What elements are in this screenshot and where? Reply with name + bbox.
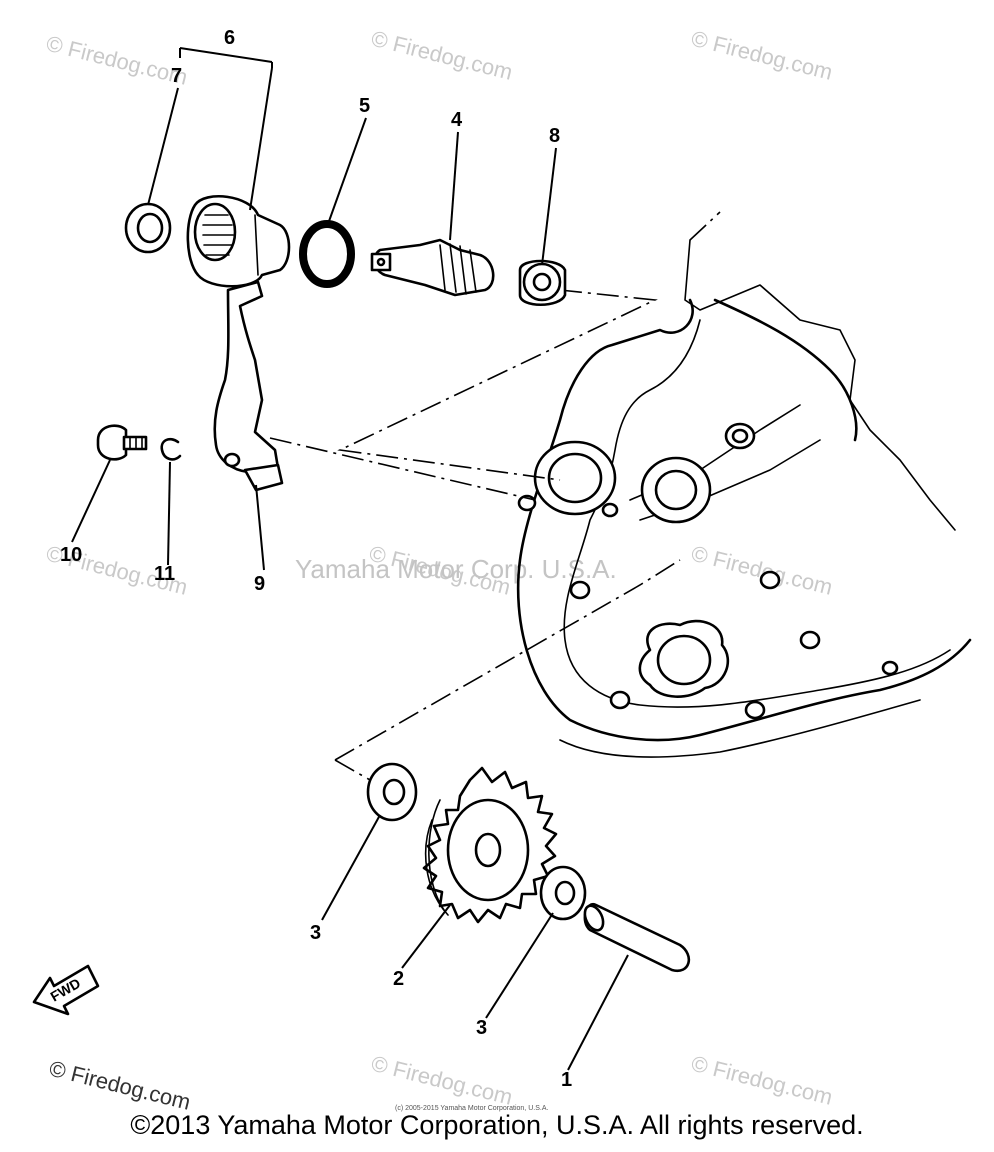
callout-group: 6 7 5 4 8 10 11 9 3 2 3 1	[60, 27, 572, 1091]
watermark-firedog: © Firedog.com	[689, 541, 835, 600]
part-5-o-ring	[299, 220, 355, 288]
fwd-arrow: FWD	[32, 964, 100, 1016]
part-3-washer-lower	[539, 865, 587, 921]
callout-8: 8	[549, 125, 560, 147]
part-10-screw	[96, 424, 148, 461]
part-3-washer-upper	[366, 762, 418, 822]
part-9-plate	[213, 280, 284, 492]
watermark-yamaha: Yamaha Motor Corp. U.S.A.	[295, 554, 617, 584]
part-6-bushing	[186, 194, 291, 288]
watermark-firedog: © Firedog.com	[369, 1051, 515, 1110]
part-8-washer	[518, 259, 567, 306]
callout-5: 5	[359, 95, 370, 117]
part-1-pin	[583, 903, 691, 973]
copyright-notice: ©2013 Yamaha Motor Corporation, U.S.A. A…	[130, 1110, 864, 1140]
watermark-firedog: © Firedog.com	[44, 31, 190, 90]
alignment-lines	[269, 289, 681, 781]
callout-11: 11	[154, 563, 175, 585]
part-7-oil-seal	[124, 202, 172, 254]
callout-2: 2	[393, 968, 404, 990]
watermark-firedog: © Firedog.com	[689, 1051, 835, 1110]
callout-10: 10	[60, 544, 82, 566]
callout-3-upper: 3	[310, 922, 321, 944]
part-11-circlip	[160, 437, 182, 461]
watermark-firedog: © Firedog.com	[369, 26, 515, 85]
watermark-firedog-dark: © Firedog.com	[47, 1056, 193, 1115]
callout-7: 7	[171, 65, 182, 87]
small-notice: (c) 2005-2015 Yamaha Motor Corporation, …	[395, 1105, 548, 1112]
part-2-drive-gear	[422, 766, 558, 924]
part-4-driven-gear	[370, 238, 495, 297]
callout-6: 6	[224, 27, 235, 49]
crankcase	[516, 211, 972, 758]
callout-9: 9	[254, 573, 265, 595]
callout-3-lower: 3	[476, 1017, 487, 1039]
leader-lines	[71, 47, 629, 1071]
callout-4: 4	[451, 109, 463, 131]
watermark-firedog: © Firedog.com	[689, 26, 835, 85]
callout-1: 1	[561, 1069, 572, 1091]
